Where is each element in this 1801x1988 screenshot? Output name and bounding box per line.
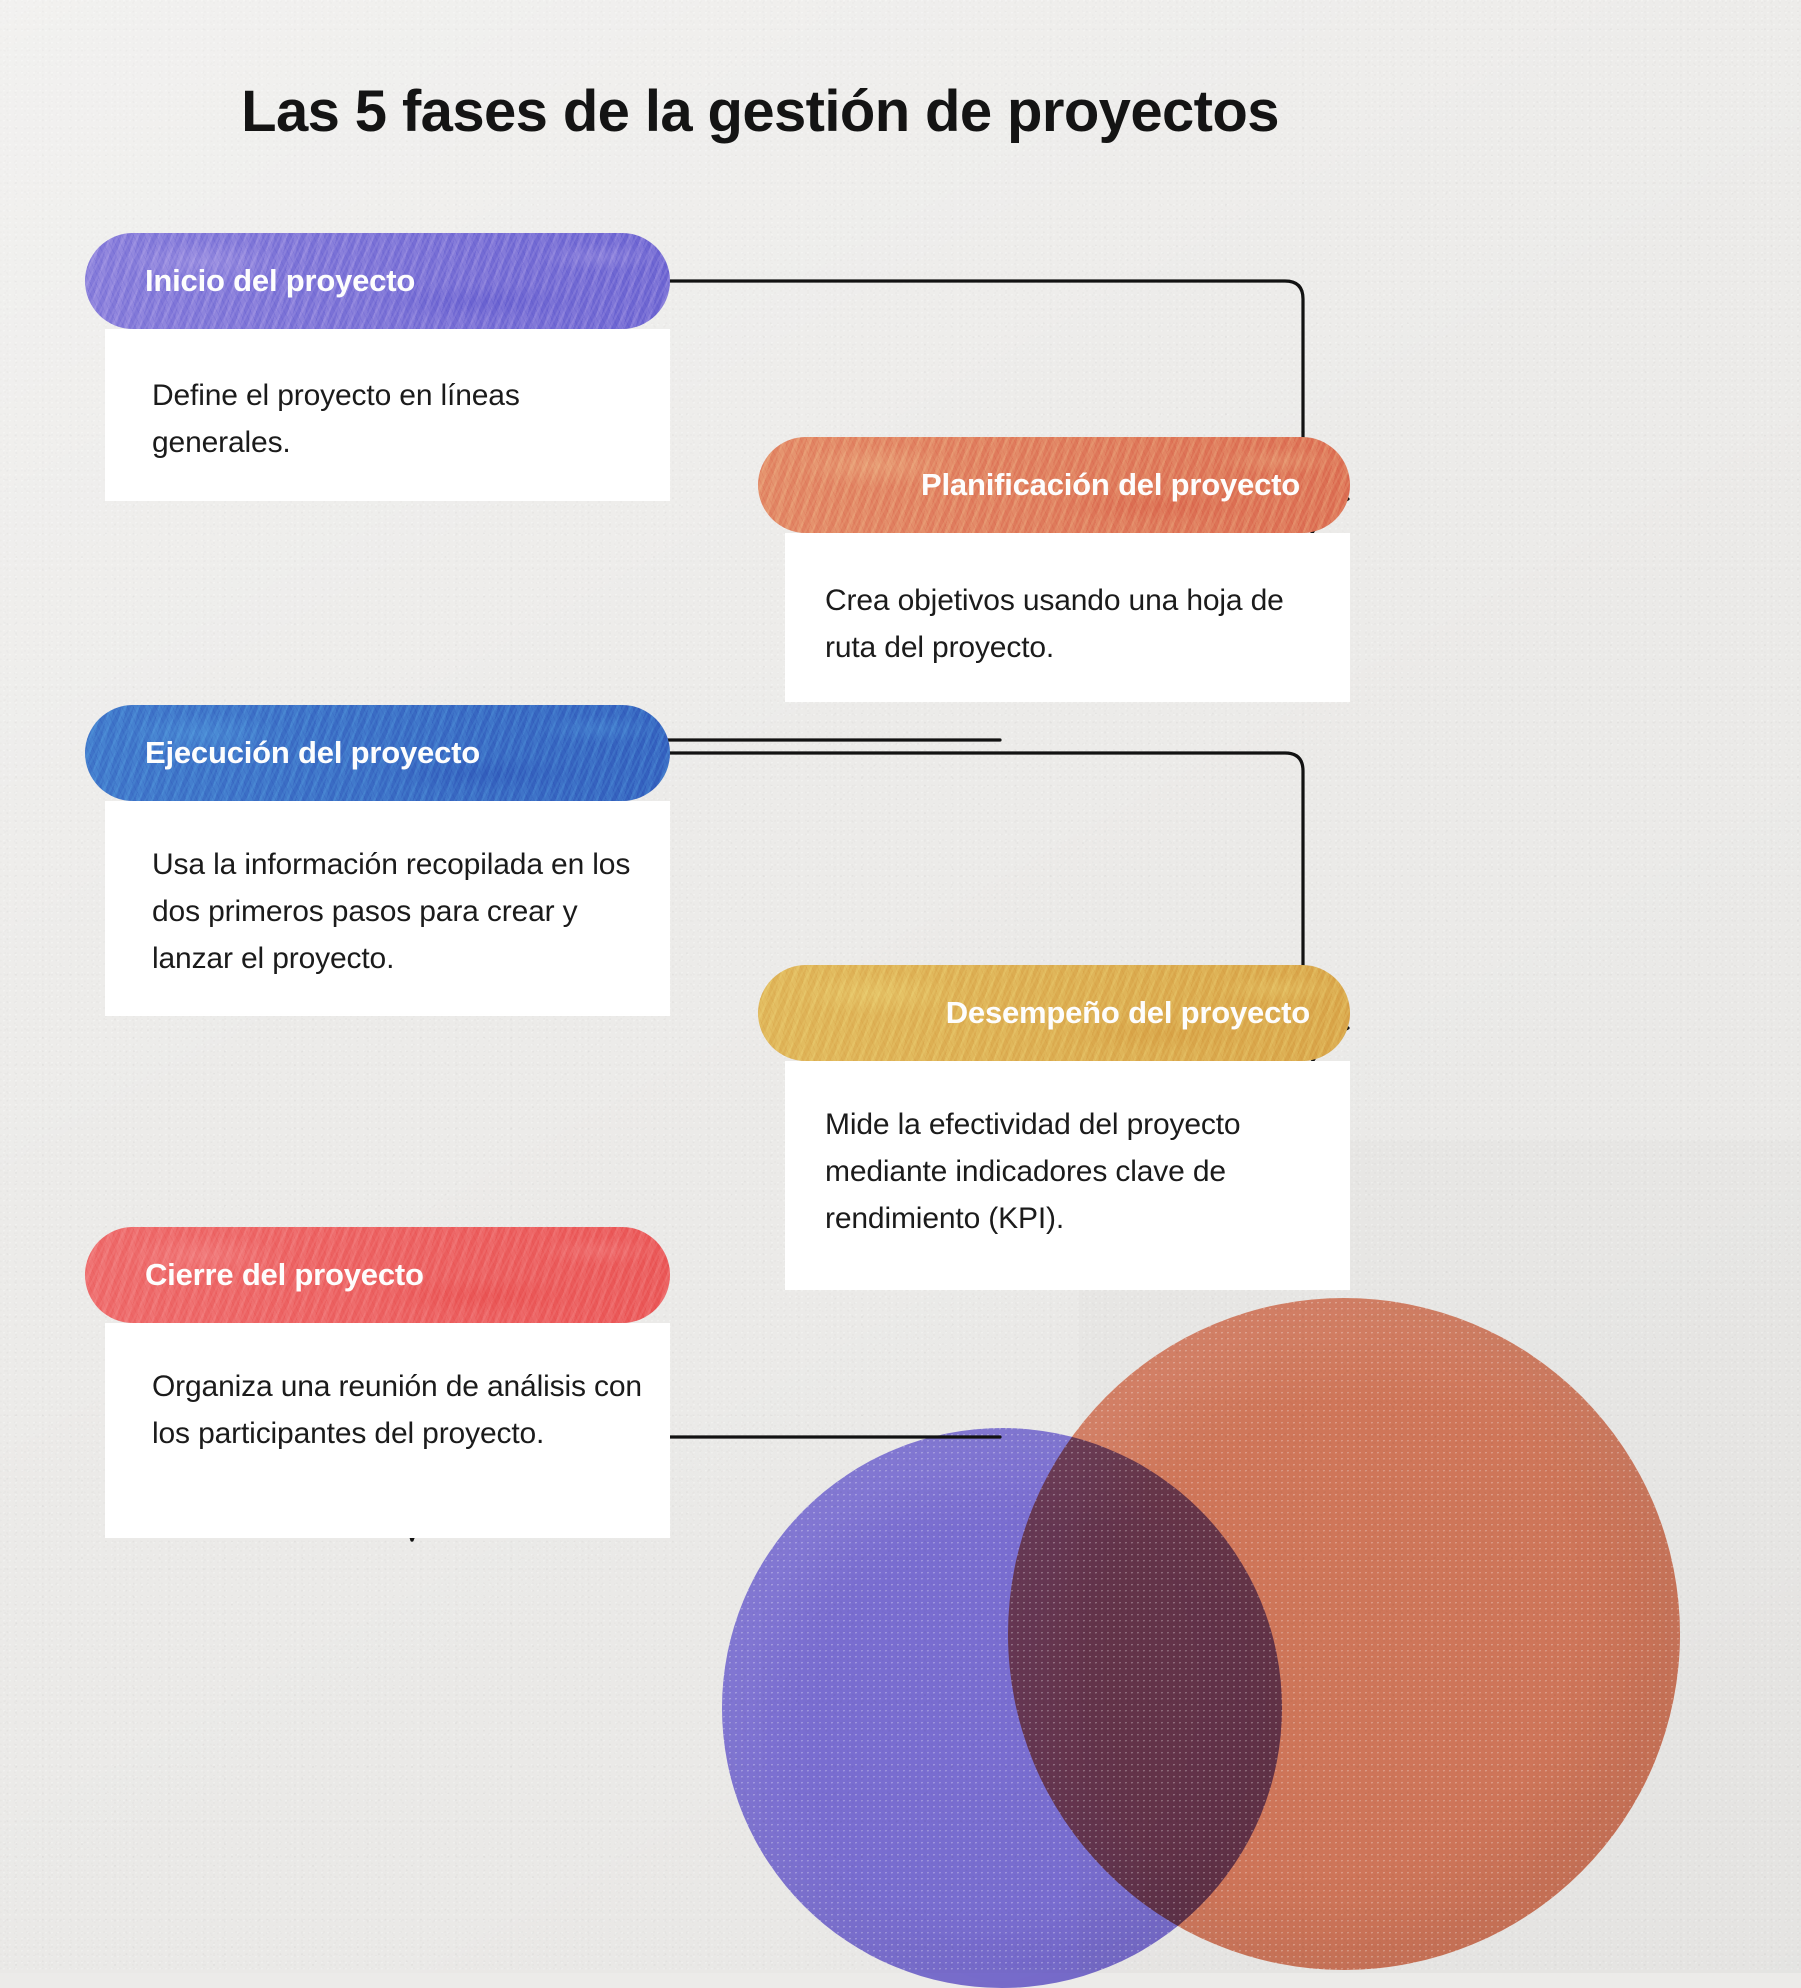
phase-header-cierre[interactable]: Cierre del proyecto xyxy=(85,1227,670,1323)
phase-body-text-desempeno: Mide la efectividad del proyecto mediant… xyxy=(825,1108,1241,1235)
phase-body-planificacion: Crea objetivos usando una hoja de ruta d… xyxy=(785,533,1350,702)
phase-header-label-desempeno: Desempeño del proyecto xyxy=(945,995,1310,1030)
phase-body-inicio: Define el proyecto en líneas generales. xyxy=(105,329,670,501)
phase-header-desempeno[interactable]: Desempeño del proyecto xyxy=(758,965,1350,1061)
page-title: Las 5 fases de la gestión de proyectos xyxy=(241,79,1279,144)
phase-body-text-inicio: Define el proyecto en líneas generales. xyxy=(152,379,520,459)
phase-body-cierre: Organiza una reunión de análisis con los… xyxy=(105,1323,670,1538)
phase-header-label-planificacion: Planificación del proyecto xyxy=(921,467,1300,502)
phase-header-label-cierre: Cierre del proyecto xyxy=(145,1257,424,1292)
phase-body-text-planificacion: Crea objetivos usando una hoja de ruta d… xyxy=(825,584,1284,664)
phase-body-desempeno: Mide la efectividad del proyecto mediant… xyxy=(785,1061,1350,1290)
phase-body-ejecucion: Usa la información recopilada en los dos… xyxy=(105,801,670,1016)
phase-header-label-inicio: Inicio del proyecto xyxy=(145,263,416,298)
phase-body-text-cierre: Organiza una reunión de análisis con los… xyxy=(152,1370,642,1450)
phase-header-label-ejecucion: Ejecución del proyecto xyxy=(145,735,480,770)
phase-header-inicio[interactable]: Inicio del proyecto xyxy=(85,233,670,329)
decorative-circle-purple xyxy=(722,1428,1282,1988)
phase-header-ejecucion[interactable]: Ejecución del proyecto xyxy=(85,705,670,801)
phase-header-planificacion[interactable]: Planificación del proyecto xyxy=(758,437,1350,533)
phase-body-text-ejecucion: Usa la información recopilada en los dos… xyxy=(152,848,631,975)
